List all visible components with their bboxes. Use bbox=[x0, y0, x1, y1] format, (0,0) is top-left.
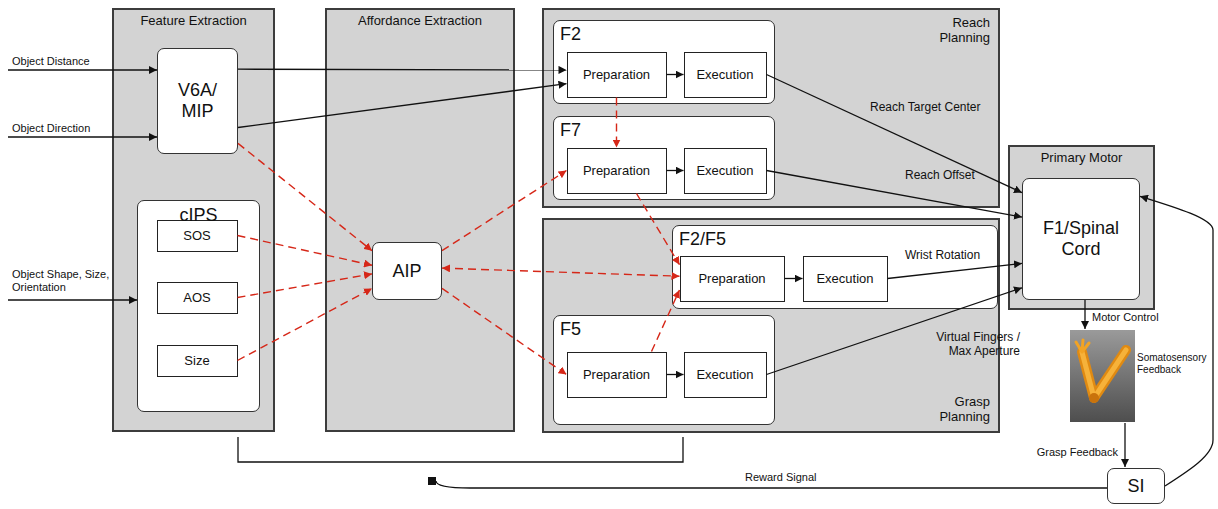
input-arrow bbox=[8, 136, 157, 137]
input-arrow bbox=[8, 69, 157, 70]
stage-box: Execution bbox=[684, 352, 767, 398]
dashed-connector bbox=[616, 98, 617, 148]
dashed-connector bbox=[442, 288, 567, 374]
signal-label: Somatosensory Feedback bbox=[1137, 352, 1212, 376]
connector bbox=[888, 263, 1023, 278]
box-label: V6A/ MIP bbox=[158, 80, 237, 121]
area-box: F2/F5Preparation Execution bbox=[672, 225, 998, 309]
connector bbox=[785, 278, 803, 279]
box-title: F2 bbox=[560, 24, 581, 45]
connector bbox=[667, 374, 684, 375]
area-box: F2Preparation Execution bbox=[553, 20, 775, 104]
dashed-connector bbox=[652, 290, 680, 352]
connector bbox=[767, 171, 1023, 218]
signal-label: Object Direction bbox=[12, 122, 90, 135]
box-label: F1/Spinal Cord bbox=[1023, 218, 1139, 259]
area-box: cIPS SOS AOS Size bbox=[137, 200, 260, 412]
box-label: Size bbox=[158, 353, 237, 368]
robot-arm-picture bbox=[1070, 330, 1135, 422]
region-panel: Primary MotorF1/Spinal Cord bbox=[1008, 145, 1155, 310]
box-title: F5 bbox=[560, 319, 581, 340]
area-box: V6A/ MIP bbox=[157, 48, 238, 154]
connector bbox=[767, 75, 1023, 193]
stage-box: Execution bbox=[684, 52, 767, 98]
stage-box: Size bbox=[157, 345, 238, 377]
connector bbox=[667, 170, 684, 171]
dashed-connector bbox=[442, 171, 567, 251]
signal-label: Wrist Rotation bbox=[905, 248, 980, 262]
signal-label: Motor Control bbox=[1092, 311, 1159, 324]
input-arrow bbox=[8, 299, 137, 300]
area-box: F7Preparation Execution bbox=[553, 116, 775, 200]
area-box: SI bbox=[1107, 468, 1165, 504]
box-label: Execution bbox=[685, 163, 766, 178]
dashed-connector bbox=[442, 268, 680, 276]
connector bbox=[238, 69, 567, 71]
connector bbox=[1140, 196, 1213, 486]
box-label: SI bbox=[1108, 476, 1164, 497]
box-title: Primary Motor bbox=[1010, 151, 1153, 166]
box-label: AIP bbox=[373, 261, 441, 282]
signal-label: Reach Offset bbox=[905, 168, 975, 182]
signal-label: Virtual Fingers / Max Aperture bbox=[915, 330, 1020, 359]
area-box: F1/Spinal Cord bbox=[1022, 178, 1140, 300]
signal-label: Object Shape, Size, Orientation bbox=[12, 268, 122, 294]
stage-box: AOS bbox=[157, 282, 238, 314]
connector bbox=[767, 288, 1023, 375]
stage-box: Execution bbox=[803, 256, 888, 302]
box-label: Preparation bbox=[568, 163, 666, 178]
box-label: Preparation bbox=[568, 67, 666, 82]
region-panel: Affordance ExtractionAIP bbox=[325, 8, 515, 432]
box-title: F2/F5 bbox=[679, 229, 726, 250]
signal-label: Reward Signal bbox=[745, 471, 817, 484]
box-title: Reach Planning bbox=[920, 16, 990, 46]
box-label: Preparation bbox=[568, 367, 666, 382]
dashed-connector bbox=[238, 288, 373, 360]
box-label: Execution bbox=[804, 271, 887, 286]
motor-arrow bbox=[1084, 300, 1085, 329]
area-box: F5Preparation Execution bbox=[553, 315, 775, 425]
box-label: Execution bbox=[685, 67, 766, 82]
box-title: Feature Extraction bbox=[114, 14, 273, 29]
input-arrows bbox=[8, 70, 157, 300]
region-panel: Feature ExtractionV6A/ MIP cIPS SOS AOS Size bbox=[112, 8, 275, 432]
connector bbox=[238, 84, 567, 128]
reward-terminal bbox=[428, 477, 436, 485]
box-label: SOS bbox=[158, 228, 237, 243]
dashed-connector bbox=[637, 194, 680, 265]
signal-label: Grasp Feedback bbox=[1030, 446, 1118, 459]
stage-box: Execution bbox=[684, 148, 767, 194]
connector bbox=[667, 74, 684, 75]
signal-label: Reach Target Center bbox=[870, 100, 981, 114]
dashed-connector bbox=[238, 143, 372, 250]
box-title: Grasp Planning bbox=[920, 395, 990, 425]
bracket bbox=[238, 437, 683, 462]
stage-box: Preparation bbox=[567, 148, 667, 194]
area-box: AIP bbox=[372, 242, 442, 300]
dashed-connector bbox=[238, 236, 373, 266]
box-title: F7 bbox=[560, 120, 581, 141]
signal-label: Object Distance bbox=[12, 55, 90, 68]
box-label: Preparation bbox=[681, 271, 784, 286]
box-title: Affordance Extraction bbox=[327, 14, 513, 29]
stage-box: Preparation bbox=[567, 52, 667, 98]
box-title: cIPS bbox=[138, 205, 259, 226]
stage-box: Preparation bbox=[680, 256, 785, 302]
dashed-connector bbox=[238, 274, 373, 298]
box-label: AOS bbox=[158, 290, 237, 305]
feedback-arrow bbox=[1124, 423, 1125, 467]
stage-box: Preparation bbox=[567, 352, 667, 398]
box-label: Execution bbox=[685, 367, 766, 382]
